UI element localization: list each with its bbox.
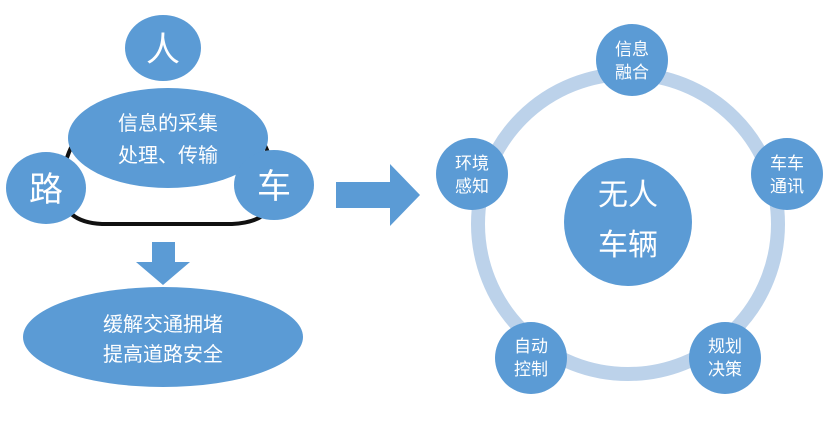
center-label-line-1: 无人 [598, 178, 658, 213]
node-information-fusion-line-1: 信息 [615, 40, 649, 60]
result-text-line-2: 提高道路安全 [103, 342, 223, 366]
node-environment-perception [436, 138, 508, 210]
right-diagram: 无人 车辆 信息 融合 车车 通讯 规划 决策 自动 控制 环境 感知 [436, 24, 823, 394]
node-vehicle-communication [751, 138, 823, 210]
node-vehicle-communication-line-2: 通讯 [770, 177, 804, 197]
node-road-label: 路 [29, 170, 63, 210]
result-ellipse [23, 287, 303, 387]
down-arrow [136, 242, 190, 285]
node-planning-decision-line-2: 决策 [708, 360, 742, 380]
node-planning-decision [689, 322, 761, 394]
node-person-label: 人 [146, 30, 180, 70]
center-text-line-1: 信息的采集 [118, 111, 218, 135]
node-information-fusion [596, 24, 668, 96]
left-diagram: 信息的采集 处理、传输 人 路 车 缓解交通拥堵 提高道路安全 [6, 15, 314, 387]
node-environment-perception-line-1: 环境 [455, 154, 489, 174]
node-person [125, 15, 201, 81]
center-ellipse [68, 88, 268, 188]
node-planning-decision-line-1: 规划 [708, 337, 742, 357]
node-car [234, 150, 314, 220]
node-road [6, 152, 86, 224]
node-car-label: 车 [257, 167, 291, 207]
result-text-line-1: 缓解交通拥堵 [103, 312, 223, 336]
node-information-fusion-line-2: 融合 [615, 63, 649, 83]
center-label-line-2: 车辆 [598, 228, 658, 263]
node-vehicle-communication-line-1: 车车 [770, 154, 804, 174]
center-circle-unmanned-vehicle [564, 158, 692, 286]
center-text-line-2: 处理、传输 [118, 143, 218, 167]
node-automatic-control-line-2: 控制 [514, 360, 548, 380]
node-automatic-control-line-1: 自动 [514, 337, 548, 357]
right-arrow [336, 164, 420, 226]
node-environment-perception-line-2: 感知 [455, 177, 489, 197]
node-automatic-control [495, 322, 567, 394]
